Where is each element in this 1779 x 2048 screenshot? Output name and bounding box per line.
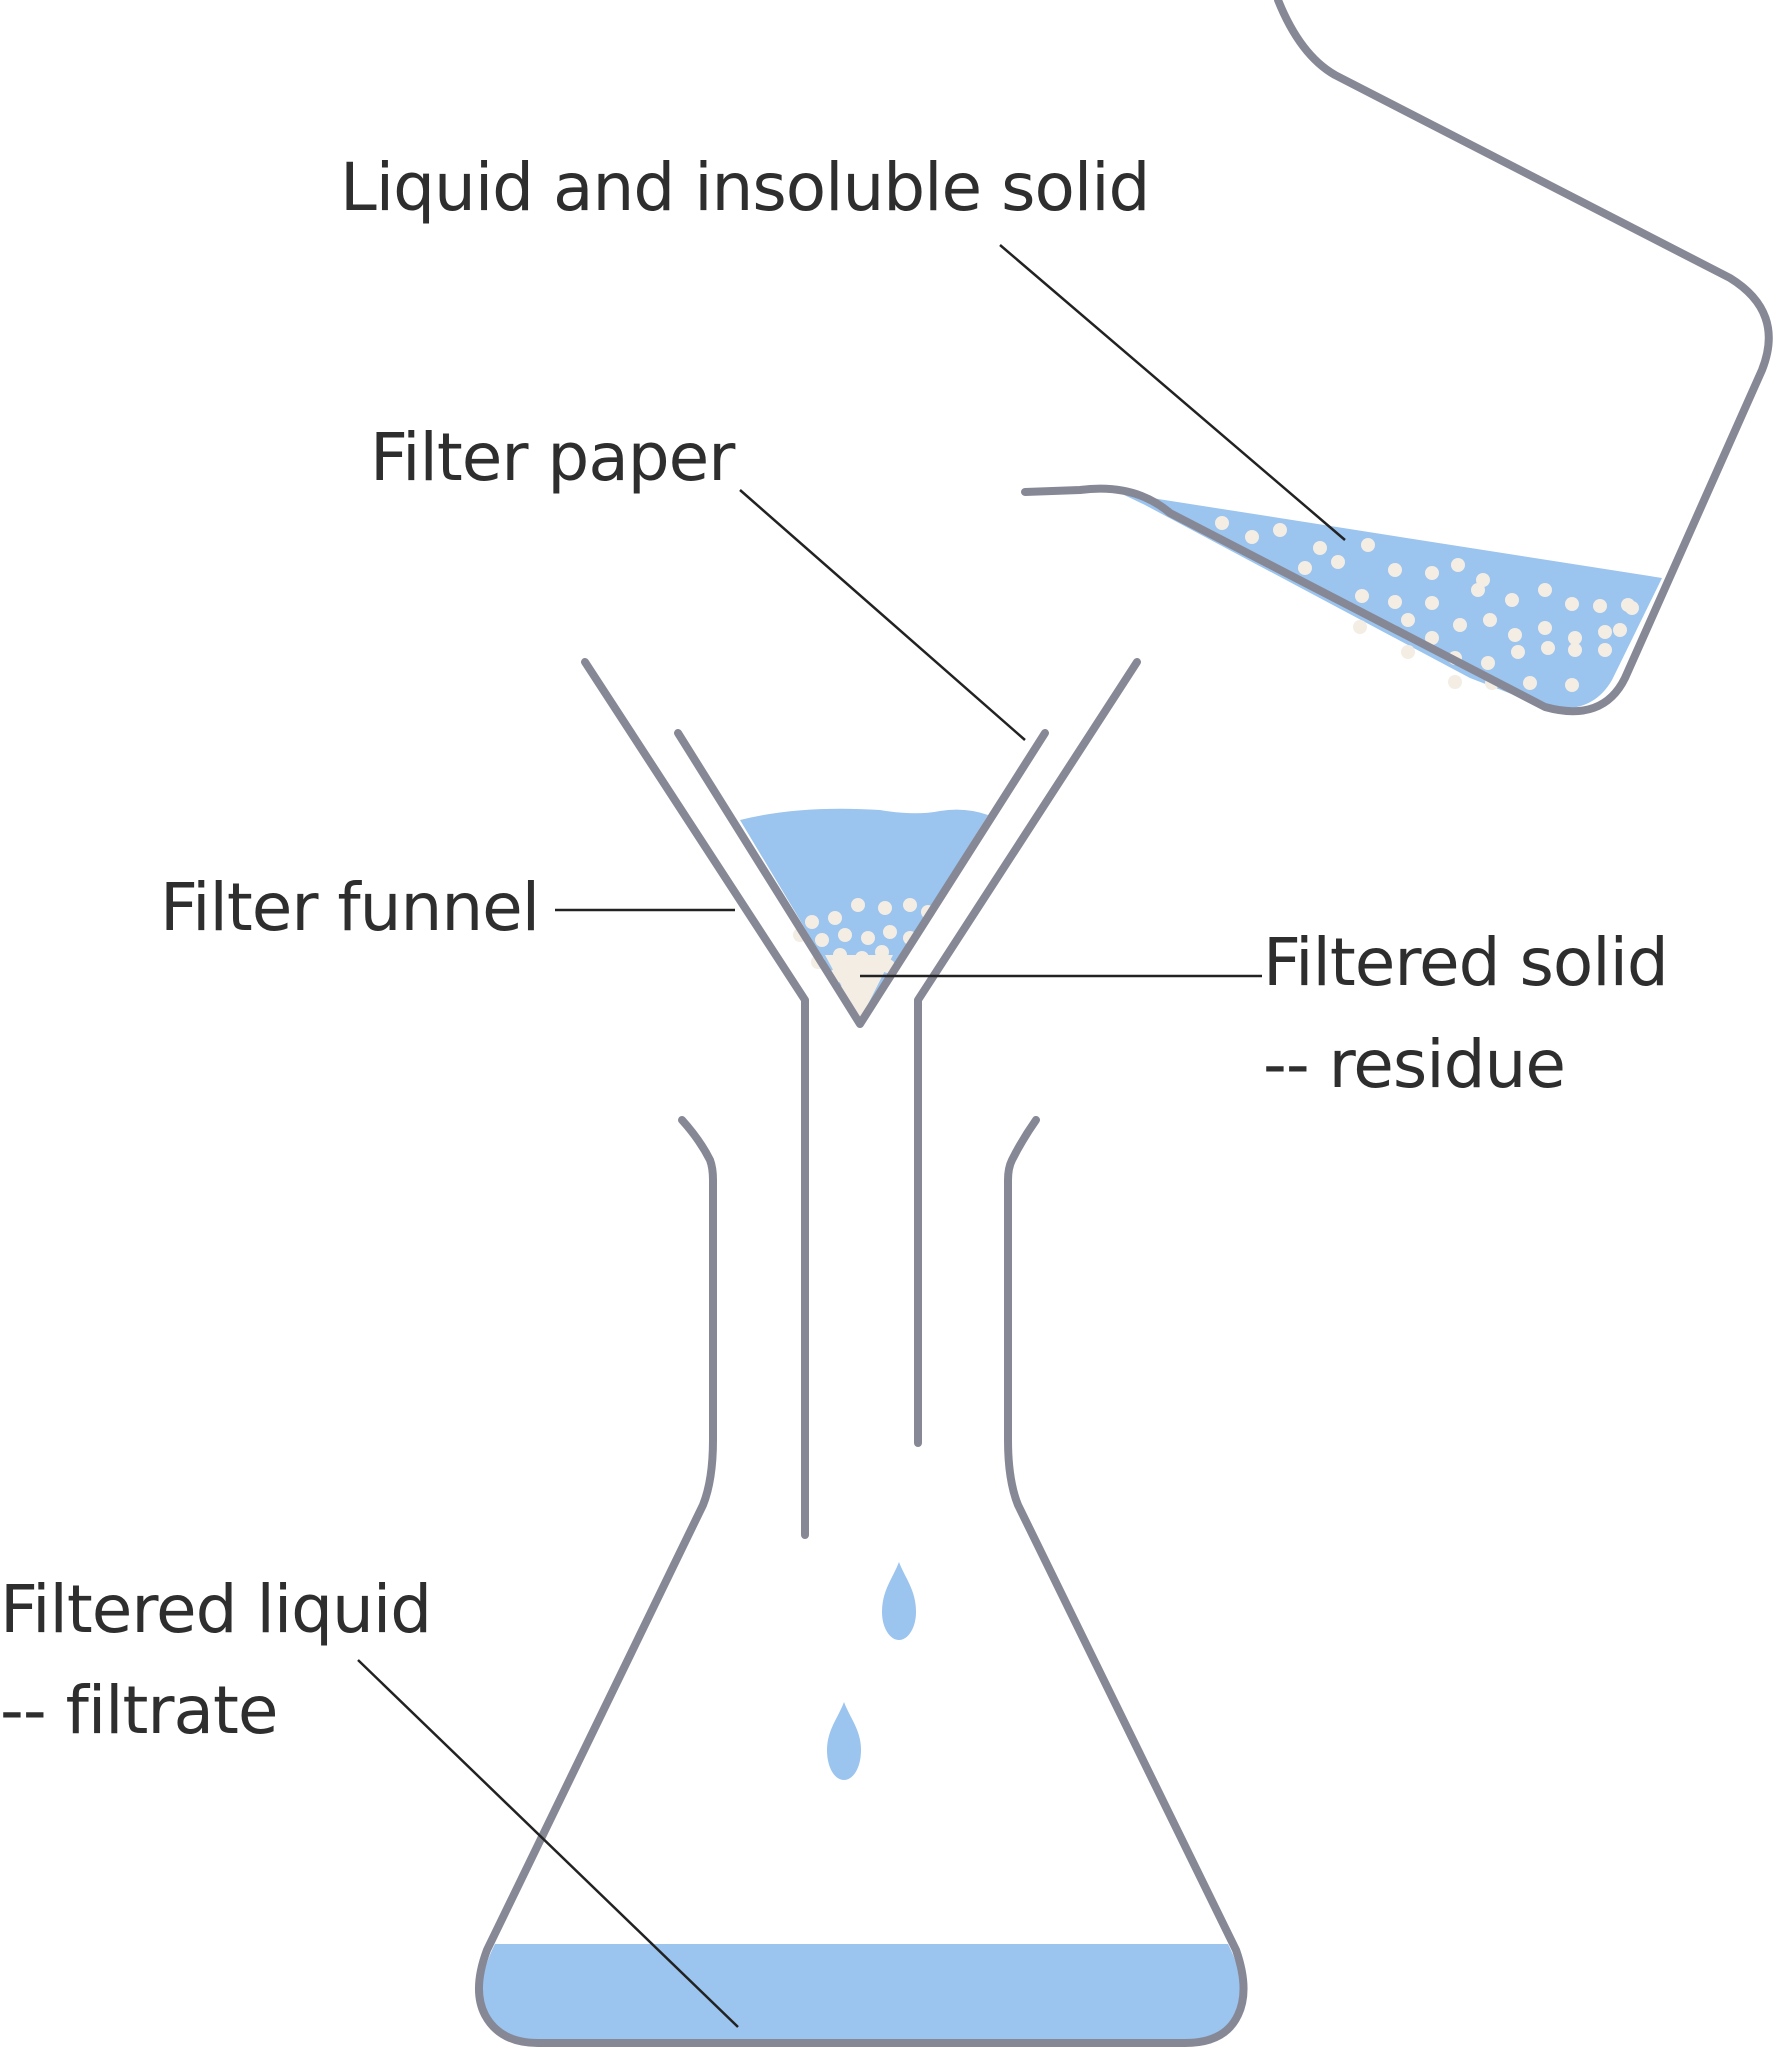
funnel-liquid — [740, 808, 988, 1020]
mixture-particle — [1388, 563, 1402, 577]
residue-particle — [845, 963, 859, 977]
funnel-outline-left — [581, 658, 809, 1539]
mixture-particle — [1353, 620, 1367, 634]
mixture-particle — [1298, 561, 1312, 575]
mixture-particle — [1538, 621, 1552, 635]
label-filtrate-line2: -- filtrate — [0, 1672, 278, 1749]
mixture-particle — [1508, 628, 1522, 642]
drop-lower — [827, 1702, 861, 1780]
mixture-particle — [1523, 676, 1537, 690]
label-filter-paper: Filter paper — [370, 419, 735, 496]
drop-upper — [882, 1562, 916, 1640]
mixture-particle — [1538, 583, 1552, 597]
residue-particle — [851, 993, 865, 1007]
label-mixture: Liquid and insoluble solid — [340, 149, 1150, 226]
mixture-particle — [1273, 523, 1287, 537]
leader-lines — [357, 244, 1346, 2028]
mixture-particle — [1625, 601, 1639, 615]
mixture-particle — [1505, 593, 1519, 607]
mixture-particle — [1568, 631, 1582, 645]
filtrate-liquid — [482, 1944, 1241, 2043]
mixture-particle — [1613, 623, 1627, 637]
mixture-particle — [1215, 516, 1229, 530]
mixture-particles — [1215, 516, 1639, 692]
label-residue-line1: Filtered solid — [1263, 924, 1669, 1001]
mixture-particle — [1483, 613, 1497, 627]
mixture-particle — [1425, 566, 1439, 580]
flask-outline — [474, 1116, 1248, 2047]
mixture-particle — [1593, 599, 1607, 613]
label-residue-line2: -- residue — [1263, 1026, 1566, 1103]
residue-particle — [859, 978, 873, 992]
mixture-particle — [1448, 675, 1462, 689]
conical-flask — [474, 1116, 1248, 2047]
mixture-particle — [1565, 597, 1579, 611]
residue-particle — [838, 928, 852, 942]
drops — [827, 1562, 916, 1780]
residue-particle — [855, 951, 869, 965]
mixture-particle — [1451, 558, 1465, 572]
residue-particle — [833, 948, 847, 962]
mixture-particle — [1471, 583, 1485, 597]
residue-particle — [861, 931, 875, 945]
mixture-particle — [1401, 613, 1415, 627]
mixture-particle — [1331, 555, 1345, 569]
residue-particle — [875, 945, 889, 959]
mixture-particle — [1598, 643, 1612, 657]
residue-particle — [883, 925, 897, 939]
residue-particle — [863, 961, 877, 975]
residue-particle — [878, 901, 892, 915]
pouring-beaker — [1021, 0, 1773, 716]
funnel-outline-right — [914, 658, 1141, 1447]
mixture-particle — [1541, 641, 1555, 655]
mixture-particle — [1245, 530, 1259, 544]
mixture-particle — [1565, 678, 1579, 692]
mixture-particle — [1481, 656, 1495, 670]
residue-particle — [841, 981, 855, 995]
mixture-particle — [1425, 631, 1439, 645]
mixture-particle — [1568, 643, 1582, 657]
funnel-assembly — [581, 658, 1141, 1539]
label-filter-funnel: Filter funnel — [160, 869, 540, 946]
mixture-particle — [1425, 596, 1439, 610]
residue-particle — [828, 911, 842, 925]
leader-filtrate — [357, 1659, 739, 2028]
mixture-particle — [1598, 625, 1612, 639]
residue-particle — [903, 898, 917, 912]
residue-particle — [851, 898, 865, 912]
residue-particle — [805, 915, 819, 929]
mixture-particle — [1355, 589, 1369, 603]
residue-particle — [815, 933, 829, 947]
mixture-particle — [1401, 645, 1415, 659]
mixture-particle — [1313, 541, 1327, 555]
mixture-particle — [1361, 538, 1375, 552]
filter-paper — [674, 729, 1049, 1028]
leader-mixture — [999, 244, 1346, 541]
beaker-outline — [1021, 0, 1773, 716]
mixture-particle — [1511, 645, 1525, 659]
leader-filter-paper — [739, 489, 1026, 741]
mixture-particle — [1453, 618, 1467, 632]
label-filtrate-line1: Filtered liquid — [0, 1571, 432, 1648]
mixture-particle — [1388, 595, 1402, 609]
